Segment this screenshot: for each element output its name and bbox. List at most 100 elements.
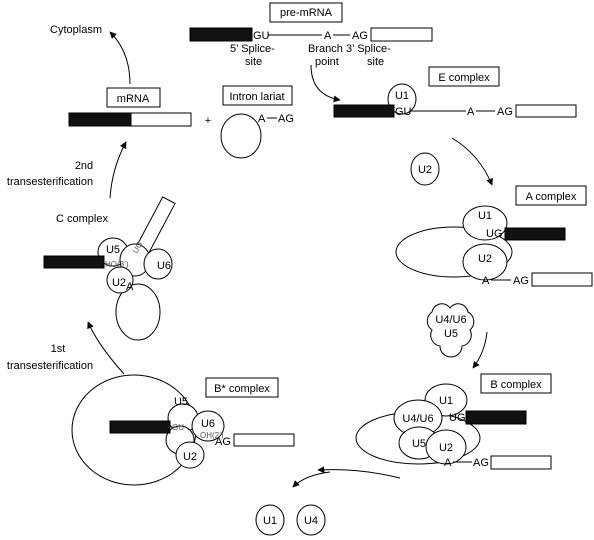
e-u1-label: U1 [395, 90, 409, 102]
released-u1-particle [255, 504, 285, 536]
intron-lariat-label: Intron lariat [229, 91, 284, 103]
first-trans-l1: 1st [51, 343, 66, 355]
mrna-group: mRNA [68, 87, 192, 127]
intron-lariat-label-box [222, 85, 293, 106]
c-5-exon [43, 255, 105, 269]
arrow-to-a-complex [451, 137, 493, 186]
bstar-oh: OH(2’) [200, 431, 224, 440]
a-u2-particle [462, 243, 508, 281]
arrow-to-bstar-complex [317, 466, 401, 479]
arrow-to-products [109, 141, 127, 199]
c-u5-label: U5 [106, 244, 120, 256]
c-u2-label: U2 [112, 277, 126, 289]
c-a: A [126, 281, 134, 293]
b-complex-label: B complex [490, 379, 542, 391]
e-complex-group: E complex U1 GU A AG [333, 66, 577, 118]
three-splice-site-l1: 3’ Splice- [346, 43, 391, 55]
b-a: A [444, 457, 452, 469]
b-3-exon [490, 455, 552, 470]
first-trans-l2: transesterification [7, 360, 93, 372]
a-complex-group: A complex U1 U2 UG A AG [395, 185, 593, 287]
released-u1-label: U1 [263, 515, 277, 527]
a-u1-label: U1 [478, 210, 492, 222]
c-u6-particle [143, 248, 173, 280]
a-u2-label: U2 [478, 253, 492, 265]
mrna-3-exon [130, 112, 192, 127]
mrna-label: mRNA [117, 93, 150, 105]
u4u6u5-particle [426, 303, 475, 358]
e-3-exon [515, 104, 577, 118]
a-intron-loop [395, 226, 513, 278]
pre-mrna-label: pre-mRNA [280, 7, 333, 19]
b-u2-particle [425, 429, 467, 465]
arrow-to-cytoplasm [109, 31, 131, 85]
bstar-u2-particle [175, 441, 205, 469]
five-splice-site-l2: site [245, 56, 262, 68]
b-u1-label: U1 [439, 395, 453, 407]
bstar-complex-label-box [205, 377, 279, 398]
pre-mrna-group: pre-mRNA GU A AG 5’ Splice- site Branch … [189, 2, 433, 68]
pre-mrna-5-exon [189, 27, 253, 42]
released-u4-label: U4 [304, 515, 318, 527]
a-ug: UG [486, 228, 503, 240]
a-u1-particle [462, 205, 508, 241]
a-complex-label: A complex [526, 191, 577, 203]
bstar-u2-label: U2 [183, 451, 197, 463]
e-a: A [467, 106, 475, 118]
cytoplasm-label: Cytoplasm [50, 24, 102, 36]
pre-mrna-ag: AG [352, 30, 368, 42]
e-5-exon [333, 104, 395, 118]
e-u1-particle [387, 83, 417, 115]
branch-point-l1: Branch [308, 43, 343, 55]
bstar-gu: GU [172, 423, 184, 432]
a-complex-label-box [515, 185, 587, 206]
lariat-a: A [258, 113, 266, 125]
lariat-ag: AG [278, 113, 294, 125]
arrow-to-b-complex [472, 331, 488, 369]
u4u6-label: U4/U6 [435, 314, 466, 326]
b-ug: UG [449, 412, 466, 424]
e-ag: AG [497, 106, 513, 118]
a-a: A [482, 275, 490, 287]
b-u5-label: U5 [412, 438, 426, 450]
plus-sign: + [205, 115, 211, 127]
e-complex-label-box [428, 66, 500, 87]
bstar-complex-group: B* complex U5 U6 U2 GU OH(2’) AG [71, 374, 295, 486]
c-complex-label: C complex [56, 213, 108, 225]
second-trans-l1: 2nd [75, 160, 93, 172]
u5-label: U5 [444, 328, 458, 340]
a-5-exon [504, 227, 566, 241]
bstar-3-exon [233, 433, 295, 447]
c-ho: HO(3’) [105, 260, 129, 269]
bstar-complex-label: B* complex [214, 383, 270, 395]
c-u2-particle [106, 266, 134, 294]
e-complex-label: E complex [438, 72, 490, 84]
b-u4u6-label: U4/U6 [402, 413, 433, 425]
c-lariat-loop [115, 283, 161, 341]
pre-mrna-3-exon [370, 27, 433, 42]
pre-mrna-label-box [269, 2, 343, 23]
arrow-release-u1-u4 [292, 471, 331, 488]
e-gu: GU [395, 106, 412, 118]
c-u6-label: U6 [157, 260, 171, 272]
mrna-label-box [106, 87, 161, 108]
three-splice-site-l2: site [367, 56, 384, 68]
a-ag: AG [513, 275, 529, 287]
bstar-u6-particle [191, 410, 225, 442]
arrow-to-c-complex [87, 321, 125, 375]
b-ag: AG [473, 457, 489, 469]
branch-point-l2: point [315, 56, 339, 68]
u2-free-particle [410, 152, 440, 186]
bstar-u6-label: U6 [201, 418, 215, 430]
pre-mrna-gu: GU [253, 30, 270, 42]
b-u2-label: U2 [439, 442, 453, 454]
pre-mrna-a: A [324, 30, 332, 42]
intron-lariat-group: Intron lariat A AG [220, 85, 294, 159]
bstar-ag: AG [215, 436, 231, 448]
b-complex-label-box [480, 373, 552, 394]
bstar-5-exon [109, 420, 171, 434]
u2-free-label: U2 [418, 164, 432, 176]
arrow-to-e-complex [310, 64, 341, 103]
b-complex-group: B complex U1 U4/U6 U5 U2 UG A AG [355, 373, 552, 470]
